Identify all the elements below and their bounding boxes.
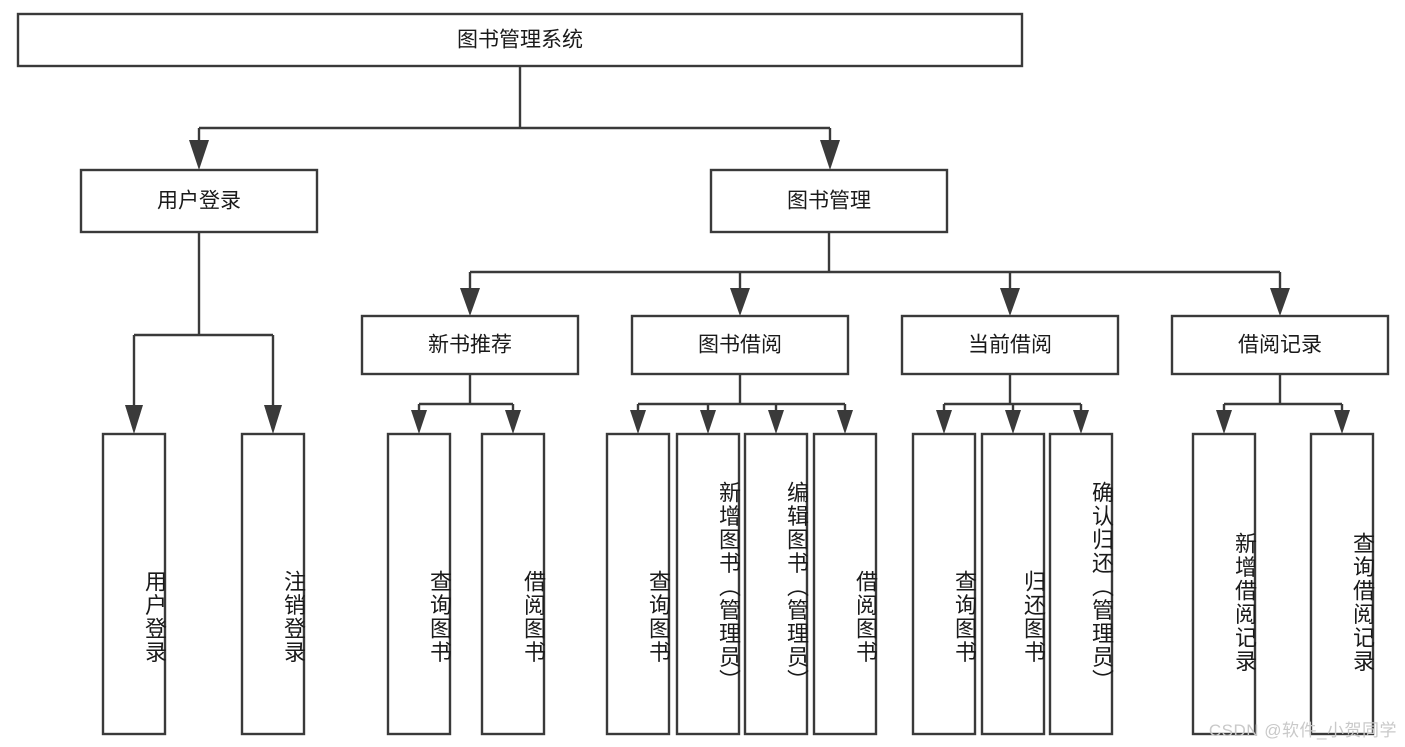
arrow-to-leaf-add-book [700, 410, 716, 434]
leaf-label-user-logout: 注销登录 [281, 570, 306, 664]
arrow-to-book-manage [820, 140, 840, 170]
node-box-root[interactable] [16, 12, 1024, 68]
arrow-to-current-borrow [1000, 288, 1020, 316]
node-box-borrow-record[interactable] [1170, 314, 1390, 376]
arrow-to-leaf-user-logout [264, 405, 282, 434]
arrow-to-leaf-query-book-1 [411, 410, 427, 434]
arrow-to-leaf-query-book-3 [936, 410, 952, 434]
arrowheads-layer [125, 140, 1350, 434]
node-label-root: 图书管理系统 [457, 29, 583, 52]
node-box-leaf-query-book-1[interactable] [386, 432, 452, 736]
node-label-book-manage: 图书管理 [787, 190, 871, 213]
arrow-to-new-book-recommend [460, 288, 480, 316]
node-label-user-login: 用户登录 [157, 190, 241, 213]
node-box-leaf-edit-book[interactable] [743, 432, 809, 736]
leaf-label-confirm-return: 确认归还（管理员） [1089, 481, 1114, 693]
arrow-to-borrow-record [1270, 288, 1290, 316]
arrow-to-leaf-return-book [1005, 410, 1021, 434]
leaf-label-user-login: 用户登录 [142, 570, 167, 664]
node-box-current-borrow[interactable] [900, 314, 1120, 376]
leaf-label-add-record: 新增借阅记录 [1232, 531, 1257, 673]
node-box-leaf-query-record[interactable] [1309, 432, 1375, 736]
node-label-borrow-record: 借阅记录 [1238, 334, 1322, 357]
node-box-leaf-user-login[interactable] [101, 432, 167, 736]
leaf-label-return-book: 归还图书 [1021, 570, 1046, 664]
csdn-watermark: CSDN @软件_小贺同学 [1208, 721, 1397, 740]
node-box-leaf-confirm-return[interactable] [1048, 432, 1114, 736]
horizontal-labels-layer: 图书管理系统 用户登录 图书管理 新书推荐 图书借阅 当前借阅 借阅记录 [157, 29, 1322, 357]
node-label-new-book-recommend: 新书推荐 [428, 334, 512, 357]
leaf-label-add-book: 新增图书（管理员） [716, 481, 741, 693]
node-box-book-manage[interactable] [709, 168, 949, 234]
arrow-to-leaf-query-book-2 [630, 410, 646, 434]
arrow-to-leaf-user-login [125, 405, 143, 434]
leaf-label-borrow-book-1: 借阅图书 [521, 570, 546, 664]
node-box-leaf-borrow-book-1[interactable] [480, 432, 546, 736]
arrow-to-book-borrow [730, 288, 750, 316]
leaf-label-edit-book: 编辑图书（管理员） [784, 481, 809, 693]
leaf-label-query-book-1: 查询图书 [427, 570, 452, 664]
arrow-to-leaf-confirm-return [1073, 410, 1089, 434]
arrow-to-leaf-borrow-book-1 [505, 410, 521, 434]
arrow-to-leaf-edit-book [768, 410, 784, 434]
node-box-leaf-return-book[interactable] [980, 432, 1046, 736]
node-box-leaf-borrow-book-2[interactable] [812, 432, 878, 736]
arrow-to-leaf-add-record [1216, 410, 1232, 434]
node-label-book-borrow: 图书借阅 [698, 334, 782, 357]
boxes-layer [16, 12, 1390, 736]
arrow-to-leaf-borrow-book-2 [837, 410, 853, 434]
node-box-new-book-recommend[interactable] [360, 314, 580, 376]
node-box-leaf-user-logout[interactable] [240, 432, 306, 736]
node-box-leaf-add-record[interactable] [1191, 432, 1257, 736]
leaf-label-query-book-3: 查询图书 [952, 570, 977, 664]
node-box-leaf-add-book[interactable] [675, 432, 741, 736]
leaf-label-query-record: 查询借阅记录 [1350, 531, 1375, 673]
arrow-to-leaf-query-record [1334, 410, 1350, 434]
node-box-user-login[interactable] [79, 168, 319, 234]
node-box-leaf-query-book-2[interactable] [605, 432, 671, 736]
leaf-label-borrow-book-2: 借阅图书 [853, 570, 878, 664]
node-label-current-borrow: 当前借阅 [968, 334, 1052, 357]
node-box-book-borrow[interactable] [630, 314, 850, 376]
leaf-label-query-book-2: 查询图书 [646, 570, 671, 664]
arrow-to-user-login [189, 140, 209, 170]
node-box-leaf-query-book-3[interactable] [911, 432, 977, 736]
